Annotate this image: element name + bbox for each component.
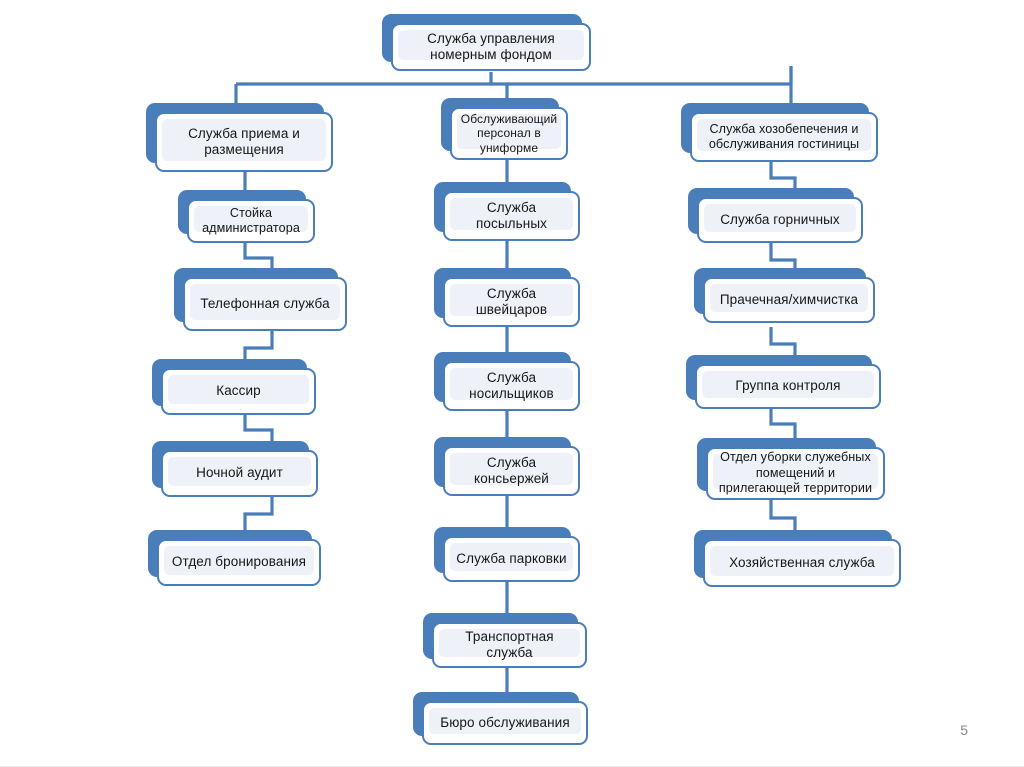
node-label: Служба посыльных <box>476 199 547 231</box>
node-face: Служба хозобепечения и обслуживания гост… <box>690 112 878 162</box>
node-face: Служба приема и размещения <box>155 112 333 172</box>
node-face: Обслуживающий персонал в униформе <box>450 107 568 160</box>
node-telephone-service[interactable]: Телефонная служба <box>174 268 347 331</box>
node-inner-fill <box>398 30 584 60</box>
node-control-group[interactable]: Группа контроля <box>686 355 881 409</box>
node-maid-service[interactable]: Служба горничных <box>688 188 863 243</box>
node-face: Телефонная служба <box>183 277 347 331</box>
node-face: Бюро обслуживания <box>422 701 588 745</box>
node-face: Служба носильщиков <box>443 361 580 411</box>
node-face: Служба парковки <box>443 536 580 582</box>
wire-l2-l3 <box>243 243 274 268</box>
node-label: Телефонная служба <box>200 295 330 311</box>
node-concierge-service[interactable]: Служба консьержей <box>434 437 580 496</box>
node-inner-fill <box>450 368 573 400</box>
node-label: Служба хозобепечения и обслуживания гост… <box>708 121 860 151</box>
node-label: Группа контроля <box>735 378 841 394</box>
node-label: Бюро обслуживания <box>440 714 570 730</box>
node-label: Ночной аудит <box>196 465 283 481</box>
node-inner-fill <box>450 543 573 571</box>
node-label: Отдел уборки служебных помещений и приле… <box>718 450 873 496</box>
node-inner-fill <box>168 457 311 486</box>
node-label: Служба швейцаров <box>475 285 548 317</box>
wire-r3-r4 <box>769 327 797 355</box>
node-inner-fill <box>710 284 868 312</box>
node-inner-fill <box>713 454 878 489</box>
node-laundry-drycleaning[interactable]: Прачечная/химчистка <box>694 268 875 323</box>
node-inner-fill <box>162 119 326 161</box>
node-label: Обслуживающий персонал в униформе <box>460 111 558 155</box>
node-administrator-desk[interactable]: Стойка администратора <box>178 190 315 243</box>
node-inner-fill <box>704 204 856 232</box>
node-label: Служба парковки <box>456 550 567 566</box>
node-face: Группа контроля <box>695 364 881 409</box>
node-label: Транспортная служба <box>465 628 554 660</box>
node-uniformed-staff[interactable]: Обслуживающий персонал в униформе <box>441 98 568 160</box>
node-face: Служба посыльных <box>443 191 580 241</box>
node-label: Кассир <box>216 383 261 399</box>
node-parking-service[interactable]: Служба парковки <box>434 527 580 582</box>
node-reception-service[interactable]: Служба приема и размещения <box>146 103 333 172</box>
node-face: Служба управления номерным фондом <box>391 23 591 71</box>
node-face: Отдел уборки служебных помещений и приле… <box>706 447 885 500</box>
node-economic-service[interactable]: Хозяйственная служба <box>694 530 901 587</box>
node-inner-fill <box>457 114 561 149</box>
node-face: Хозяйственная служба <box>703 539 901 587</box>
node-housekeeping-head[interactable]: Служба хозобепечения и обслуживания гост… <box>681 103 878 162</box>
node-face: Ночной аудит <box>161 450 318 497</box>
node-face: Прачечная/химчистка <box>703 277 875 323</box>
node-doorman-service[interactable]: Служба швейцаров <box>434 268 580 327</box>
node-inner-fill <box>168 375 309 404</box>
wire-r2-r3 <box>769 243 797 268</box>
wire-r5-r6 <box>769 500 797 530</box>
node-night-audit[interactable]: Ночной аудит <box>152 441 318 497</box>
node-inner-fill <box>439 629 580 657</box>
node-label: Стойка администратора <box>202 205 300 235</box>
node-label: Служба горничных <box>720 211 840 227</box>
page-number: 5 <box>960 722 968 738</box>
node-label: Отдел бронирования <box>171 554 307 570</box>
node-porter-service[interactable]: Служба носильщиков <box>434 352 580 411</box>
node-label: Служба носильщиков <box>469 369 554 401</box>
node-face: Служба швейцаров <box>443 277 580 327</box>
node-service-bureau[interactable]: Бюро обслуживания <box>413 692 588 745</box>
node-messenger-service[interactable]: Служба посыльных <box>434 182 580 241</box>
wire-l3-l4 <box>243 331 274 359</box>
node-inner-fill <box>194 206 308 232</box>
wire-l4-l5 <box>243 415 274 441</box>
node-inner-fill <box>710 546 894 576</box>
node-inner-fill <box>429 708 581 734</box>
node-face: Стойка администратора <box>187 199 315 243</box>
node-inner-fill <box>450 284 573 316</box>
node-inner-fill <box>697 119 871 151</box>
node-inner-fill <box>190 284 340 320</box>
node-inner-fill <box>450 198 573 230</box>
node-label: Хозяйственная служба <box>729 554 875 570</box>
node-face: Транспортная служба <box>432 622 587 668</box>
node-transport-service[interactable]: Транспортная служба <box>423 613 587 668</box>
node-face: Кассир <box>161 368 316 415</box>
node-root[interactable]: Служба управления номерным фондом <box>382 14 591 71</box>
node-label: Служба приема и размещения <box>188 125 300 157</box>
node-face: Служба горничных <box>697 197 863 243</box>
node-face: Служба консьержей <box>443 446 580 496</box>
wire-r4-r5 <box>769 408 797 438</box>
node-label: Служба консьержей <box>474 454 549 486</box>
node-service-premises-cleaning[interactable]: Отдел уборки служебных помещений и приле… <box>697 438 885 500</box>
node-inner-fill <box>450 453 573 485</box>
node-inner-fill <box>164 546 314 575</box>
wire-r1-r2 <box>769 162 797 188</box>
node-reservations-department[interactable]: Отдел бронирования <box>148 530 321 586</box>
node-label: Прачечная/химчистка <box>719 291 859 307</box>
node-label: Служба управления номерным фондом <box>427 30 555 62</box>
node-inner-fill <box>702 371 874 398</box>
node-cashier[interactable]: Кассир <box>152 359 316 415</box>
node-face: Отдел бронирования <box>157 539 321 586</box>
wire-l5-l6 <box>243 497 274 530</box>
